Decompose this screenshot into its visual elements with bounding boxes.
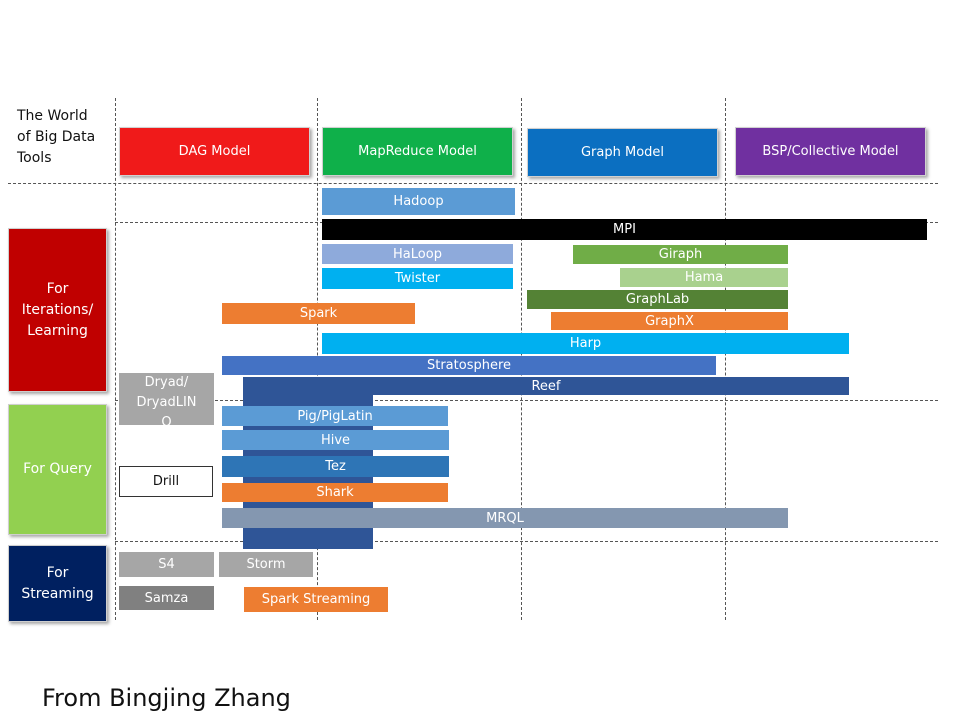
tool-storm: Storm [219,552,313,577]
tool-tez: Tez [222,456,449,477]
category-streaming: For Streaming [8,545,107,622]
mapreduce-model-header: MapReduce Model [322,127,513,176]
dag-model-header: DAG Model [119,127,310,176]
tool-hama: Hama [620,268,788,287]
bsp-collective-model-header: BSP/Collective Model [735,127,926,176]
tool-giraph: Giraph [573,245,788,264]
tool-samza: Samza [119,586,214,610]
tool-twister: Twister [322,268,513,289]
tool-haloop: HaLoop [322,244,513,264]
tool-dryad-dryadlinq: Dryad/ DryadLIN Q [119,373,214,425]
tool-graphx: GraphX [551,312,788,330]
tool-reef: Reef [243,377,849,395]
grid-vertical-line [115,98,116,620]
tool-spark-streaming: Spark Streaming [244,587,388,612]
tool-graphlab: GraphLab [527,290,788,309]
tool-shark: Shark [222,483,448,502]
tool-spark: Spark [222,303,415,324]
tool-hadoop: Hadoop [322,188,515,215]
tool-pig-piglatin: Pig/PigLatin [222,406,448,426]
tool-harp: Harp [322,333,849,354]
credit-text: From Bingjing Zhang [42,684,291,712]
tool-mpi: MPI [322,219,927,240]
graph-model-header: Graph Model [527,128,718,177]
category-iterations-learning: For Iterations/ Learning [8,228,107,392]
tool-s4: S4 [119,552,214,577]
category-query: For Query [8,404,107,535]
tool-drill: Drill [119,466,213,497]
grid-horizontal-line [115,400,938,401]
grid-vertical-line [725,98,726,620]
tool-hive: Hive [222,430,449,450]
tool-stratosphere: Stratosphere [222,356,716,375]
grid-horizontal-line [8,183,938,184]
tool-mrql: MRQL [222,508,788,528]
grid-horizontal-line [115,541,938,542]
diagram-title: The World of Big Data Tools [17,108,96,166]
